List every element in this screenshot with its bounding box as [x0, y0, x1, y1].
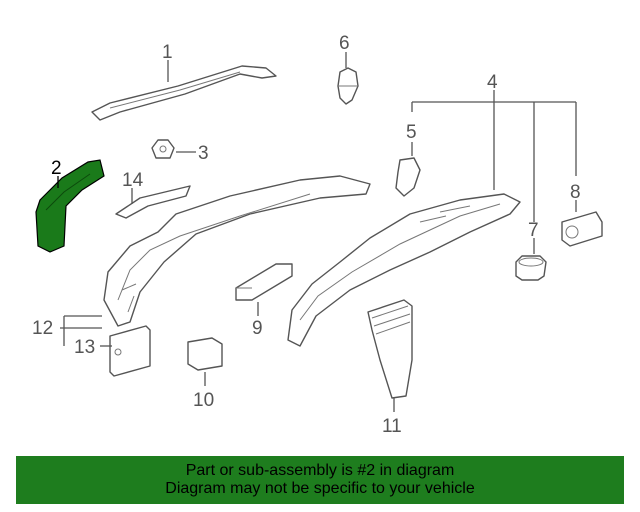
part-1-trim-strip [91, 60, 277, 121]
callout-9: 9 [252, 318, 263, 339]
parts-diagram: 1 2 3 4 5 6 7 8 9 10 11 12 13 14 [32, 33, 603, 437]
callout-2: 2 [51, 158, 62, 179]
info-banner: Part or sub-assembly is #2 in diagram Di… [16, 456, 624, 504]
part-8-end-cap [561, 200, 603, 247]
part-14-bracket [115, 185, 191, 219]
part-6-clip [337, 52, 359, 105]
callout-10: 10 [193, 390, 214, 411]
callout-5: 5 [406, 122, 417, 143]
callout-1: 1 [162, 42, 173, 63]
callout-12: 12 [32, 318, 53, 339]
callout-11: 11 [382, 416, 402, 437]
part-10-block [187, 337, 223, 386]
callout-13: 13 [74, 337, 95, 358]
callout-8: 8 [570, 182, 581, 203]
part-9-block [235, 263, 293, 316]
part-4-right-panel [287, 193, 521, 347]
callout-6: 6 [339, 33, 350, 54]
part-3-nut [151, 139, 196, 159]
part-4-leader-bracket [411, 90, 577, 222]
part-5-hinge [395, 142, 421, 197]
callout-7: 7 [528, 220, 539, 241]
part-2-highlighted-bracket [35, 159, 105, 253]
part-12-13-leader [60, 315, 112, 347]
part-7-grommet [515, 238, 547, 281]
callout-3: 3 [198, 143, 209, 164]
banner-line-2: Diagram may not be specific to your vehi… [165, 480, 475, 497]
part-11-duct [367, 299, 413, 412]
banner-line-1: Part or sub-assembly is #2 in diagram [185, 462, 455, 479]
callout-14: 14 [122, 170, 144, 191]
callout-4: 4 [487, 72, 498, 93]
part-12-left-panel [103, 175, 371, 327]
part-13-plate [109, 325, 151, 377]
